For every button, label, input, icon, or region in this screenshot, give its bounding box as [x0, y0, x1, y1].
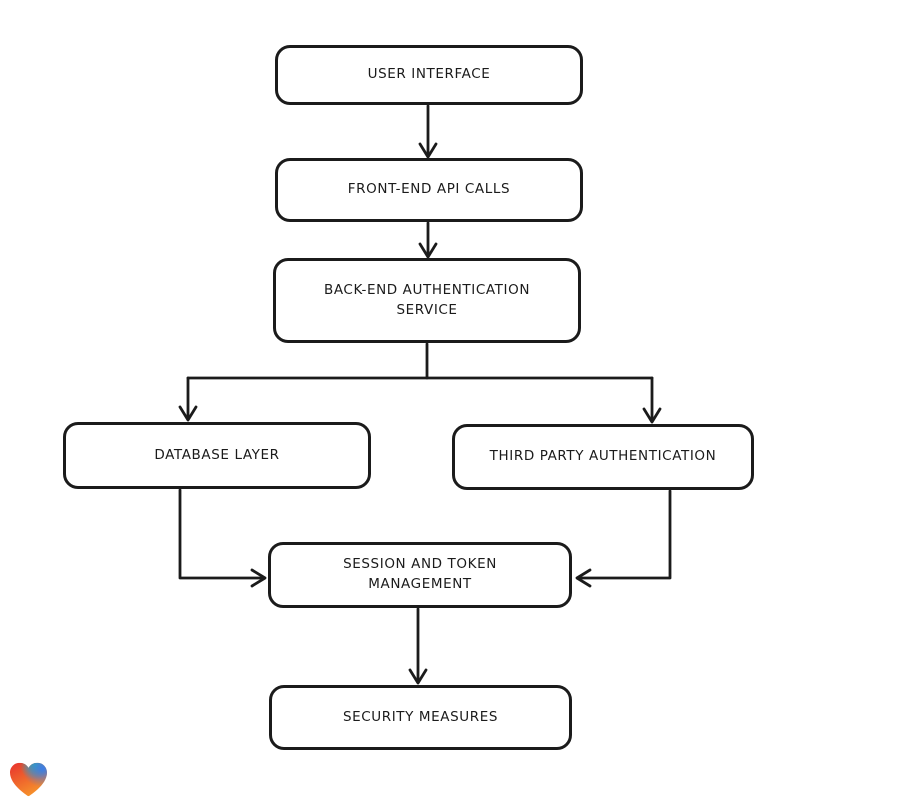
edge-front-end-api-calls-to-back-end-authentication-service	[418, 221, 438, 259]
node-third-party-authentication: THIRD PARTY AUTHENTICATION	[452, 424, 754, 490]
node-label: THIRD PARTY AUTHENTICATION	[489, 448, 717, 465]
edge-session-and-token-management-to-security-measures	[408, 607, 428, 685]
edge-back-end-authentication-service-branch	[178, 342, 662, 424]
node-front-end-api-calls: FRONT-END API CALLS	[275, 158, 583, 222]
node-session-and-token-management: SESSION AND TOKEN MANAGEMENT	[268, 542, 572, 608]
edge-database-layer-to-session-and-token-management	[178, 488, 267, 588]
node-label: SECURITY MEASURES	[342, 708, 499, 725]
node-back-end-authentication-service: BACK-END AUTHENTICATION SERVICE	[273, 258, 581, 343]
node-user-interface: USER INTERFACE	[275, 45, 583, 105]
node-label: DATABASE LAYER	[154, 446, 280, 463]
edge-user-interface-to-front-end-api-calls	[418, 104, 438, 159]
node-label: SESSION AND TOKEN MANAGEMENT	[343, 556, 497, 592]
node-label: FRONT-END API CALLS	[347, 181, 511, 198]
node-security-measures: SECURITY MEASURES	[269, 685, 572, 750]
node-label: USER INTERFACE	[367, 66, 491, 83]
node-database-layer: DATABASE LAYER	[63, 422, 371, 489]
edge-third-party-authentication-to-session-and-token-management	[575, 489, 672, 588]
heart-gradient-icon	[10, 762, 47, 797]
node-label: BACK-END AUTHENTICATION SERVICE	[323, 281, 531, 318]
